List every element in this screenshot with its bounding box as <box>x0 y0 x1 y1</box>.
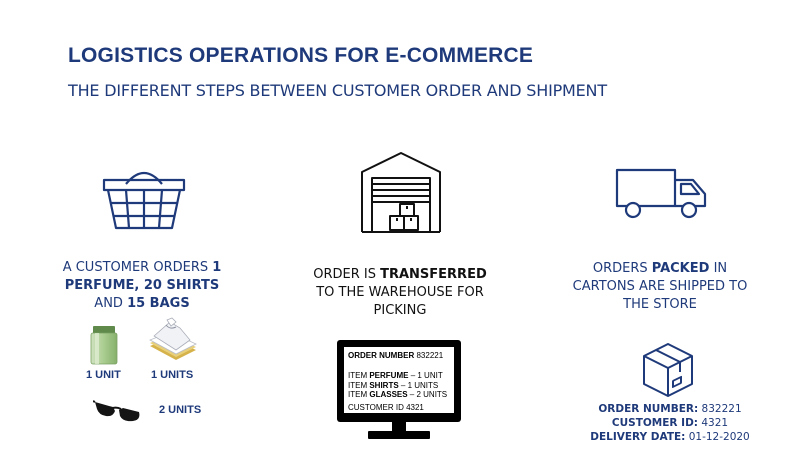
screen-order-number: ORDER NUMBER 832221 <box>348 351 443 361</box>
page-subtitle: THE DIFFERENT STEPS BETWEEN CUSTOMER ORD… <box>68 81 607 100</box>
step1-caption-line1: A CUSTOMER ORDERS <box>62 260 213 275</box>
step3-caption: ORDERS PACKED IN CARTONS ARE SHIPPED TO … <box>560 260 760 314</box>
step3-caption-line1: ORDERS <box>592 261 652 276</box>
shipment-delivery-date-value: 01-12-2020 <box>685 431 750 443</box>
shopping-basket-icon <box>102 171 186 230</box>
screen-item: ITEM GLASSES – 2 UNITS <box>348 390 447 400</box>
shipment-delivery-date-label: DELIVERY DATE: <box>590 431 686 443</box>
screen-item-name: GLASSES <box>369 390 408 399</box>
perfume-icon <box>90 326 118 365</box>
sunglasses-unit-label: 2 UNITS <box>159 404 202 416</box>
step1-caption-line2: PERFUME, 20 SHIRTS <box>64 278 220 293</box>
monitor-icon: ORDER NUMBER 832221 ITEM PERFUME – 1 UNI… <box>337 340 461 422</box>
screen-item: ITEM PERFUME – 1 UNIT <box>348 371 447 381</box>
shipment-customer-id-label: CUSTOMER ID: <box>611 417 698 429</box>
step2-caption-line3: PICKING <box>373 303 427 318</box>
screen-item-name: PERFUME <box>369 371 409 380</box>
step2-caption: ORDER IS TRANSFERRED TO THE WAREHOUSE FO… <box>300 266 500 320</box>
step3-caption-packed: PACKED <box>651 261 710 276</box>
step2-caption-transferred: TRANSFERRED <box>380 267 487 282</box>
screen-customer-id: CUSTOMER ID 4321 <box>348 403 424 412</box>
screen-item-qty: – 2 UNITS <box>407 390 448 399</box>
step3-caption-line2: CARTONS ARE SHIPPED TO <box>572 279 748 294</box>
step1-caption-line3: AND <box>94 296 128 311</box>
sunglasses-icon <box>93 400 140 422</box>
screen-item-prefix: ITEM <box>348 371 370 380</box>
warehouse-icon <box>361 152 441 233</box>
perfume-unit-label: 1 UNIT <box>86 369 121 381</box>
screen-item-prefix: ITEM <box>348 380 370 390</box>
step3-caption-line1-end: IN <box>709 261 728 276</box>
shipment-order-number-label: ORDER NUMBER: <box>598 403 699 415</box>
shipment-delivery-date: DELIVERY DATE: 01-12-2020 <box>590 430 750 444</box>
screen-item-list: ITEM PERFUME – 1 UNIT ITEM SHIRTS – 1 UN… <box>348 371 447 400</box>
page-title: LOGISTICS OPERATIONS FOR E-COMMERCE <box>68 44 534 67</box>
monitor-stand <box>392 422 406 432</box>
shipment-order-number: ORDER NUMBER: 832221 <box>590 402 750 416</box>
delivery-truck-icon <box>615 168 707 219</box>
step2-caption-line2: TO THE WAREHOUSE FOR <box>316 285 484 300</box>
package-box-icon <box>643 343 693 397</box>
screen-item-qty: – 1 UNIT <box>408 371 443 380</box>
screen-order-label: ORDER NUMBER <box>348 351 415 360</box>
step1-caption-qty-perfume: 1 <box>212 260 222 275</box>
step3-caption-line3: THE STORE <box>623 297 697 312</box>
monitor-screen: ORDER NUMBER 832221 ITEM PERFUME – 1 UNI… <box>344 347 454 413</box>
screen-item-qty: – 1 UNITS <box>398 380 439 390</box>
shipment-order-number-value: 832221 <box>698 403 742 415</box>
shirts-icon <box>149 317 197 360</box>
screen-order-value: 832221 <box>416 351 444 360</box>
shirts-unit-label: 1 UNITS <box>151 369 194 381</box>
step1-caption: A CUSTOMER ORDERS 1 PERFUME, 20 SHIRTS A… <box>52 259 232 313</box>
screen-item-prefix: ITEM <box>348 390 370 399</box>
screen-item: ITEM SHIRTS – 1 UNITS <box>348 381 447 391</box>
shipment-customer-id-value: 4321 <box>698 417 729 429</box>
screen-item-name: SHIRTS <box>369 380 399 390</box>
step1-caption-qty-bags: 15 BAGS <box>127 296 190 311</box>
step2-caption-line1: ORDER IS <box>313 267 381 282</box>
monitor-base <box>368 431 430 439</box>
shipment-customer-id: CUSTOMER ID: 4321 <box>590 416 750 430</box>
shipment-order-info: ORDER NUMBER: 832221 CUSTOMER ID: 4321 D… <box>590 402 750 444</box>
